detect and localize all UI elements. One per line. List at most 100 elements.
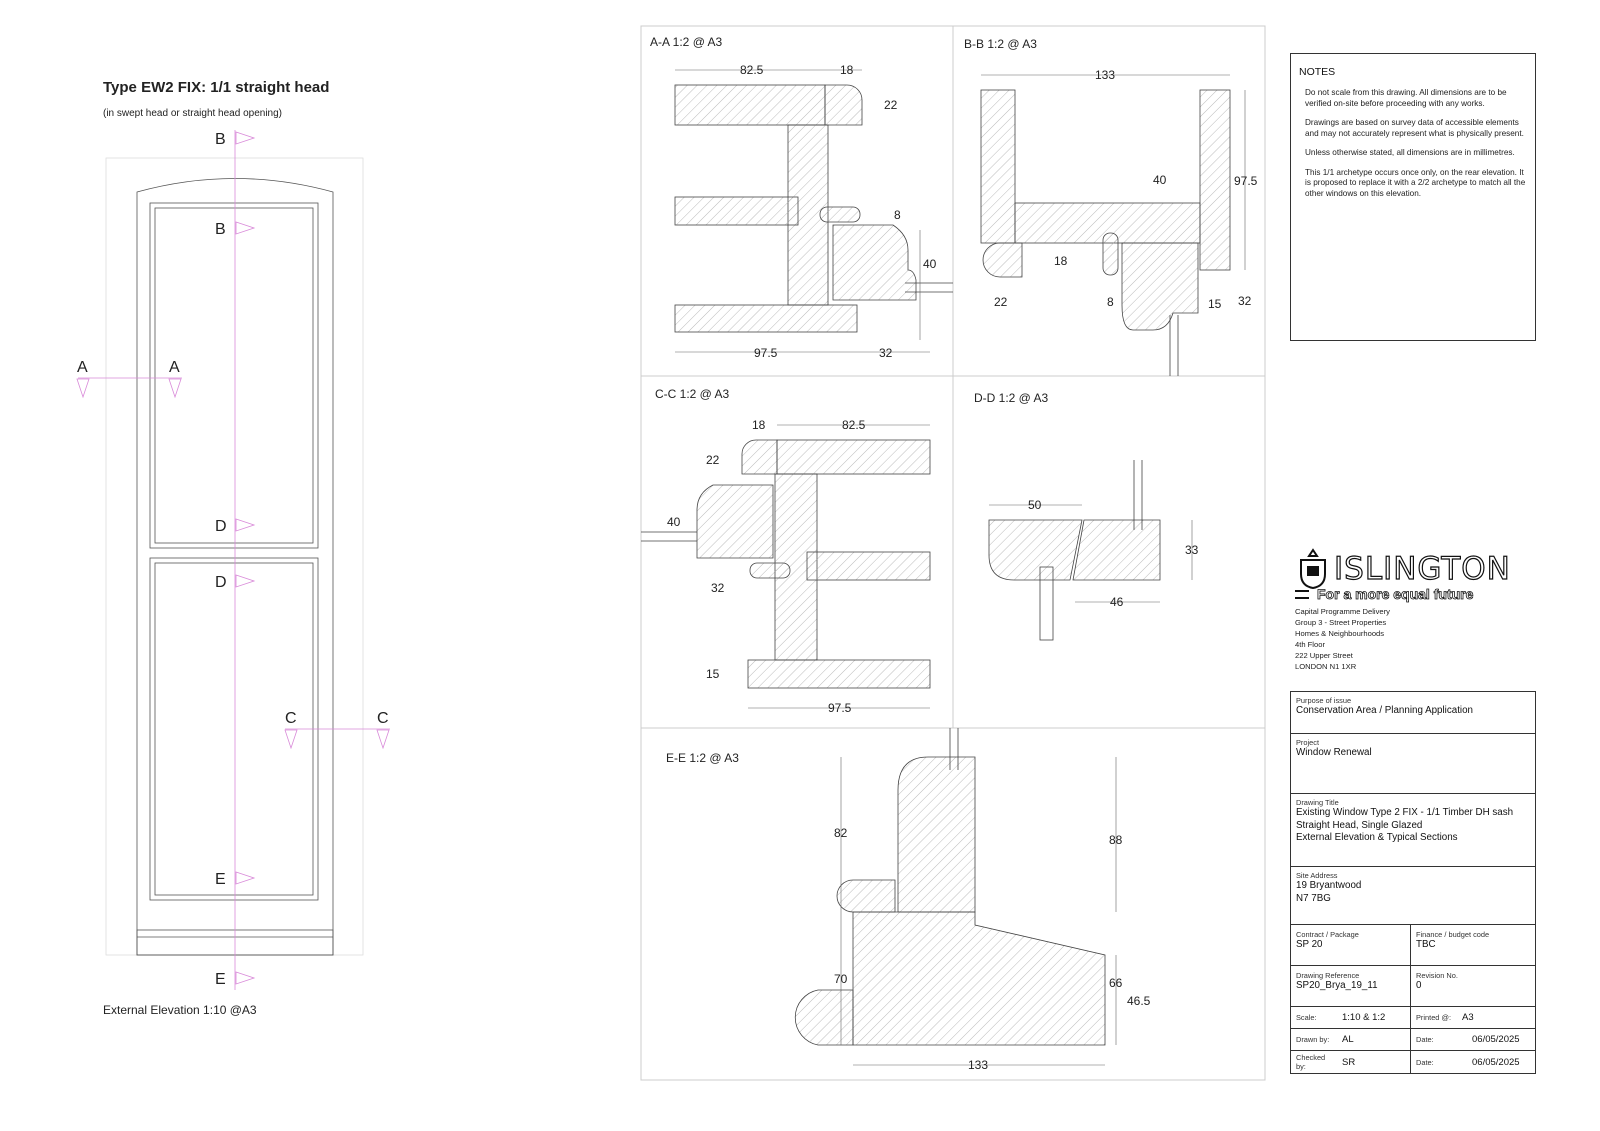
drawn: AL	[1342, 1034, 1354, 1045]
scale: 1:10 & 1:2	[1342, 1012, 1386, 1023]
dims: 88	[1109, 833, 1123, 847]
section-dd	[988, 519, 1161, 581]
finance-label: Finance / budget code	[1416, 930, 1490, 939]
scale-label: Scale:	[1296, 1013, 1317, 1022]
dims: 8	[1107, 295, 1114, 309]
dims: 46	[1110, 595, 1124, 609]
note: Do not scale from this drawing. All dime…	[1305, 88, 1507, 108]
ref-label: Drawing Reference	[1296, 971, 1360, 980]
contract: SP 20	[1296, 939, 1323, 950]
dimension-lines	[675, 69, 1246, 1066]
section-ee-title: E-E 1:2 @ A3	[666, 751, 739, 765]
dims: 22	[994, 295, 1008, 309]
e: E	[215, 971, 226, 988]
printed: A3	[1462, 1012, 1474, 1023]
address: Group 3 - Street Properties	[1295, 618, 1387, 627]
ref: SP20_Brya_19_11	[1296, 980, 1378, 991]
dims: 66	[1109, 976, 1123, 990]
dims: 50	[1028, 498, 1042, 512]
rev-label: Revision No.	[1416, 971, 1458, 980]
dims: 40	[923, 257, 937, 271]
d: D	[215, 518, 227, 535]
title-label: Drawing Title	[1296, 798, 1339, 807]
dims: 22	[884, 98, 898, 112]
dims: 18	[1054, 254, 1068, 268]
drawn-date: 06/05/2025	[1472, 1034, 1520, 1045]
purpose-of-issue: Conservation Area / Planning Application	[1296, 705, 1474, 716]
dims: 46.5	[1127, 994, 1151, 1008]
dimension-labels: 82.5 18 22 8 40 97.5 32 133 40 97.5 18 22 8 15 32 18 8…	[667, 63, 1258, 1072]
dims: 82.5	[842, 418, 866, 432]
dims: 133	[968, 1058, 988, 1072]
dims: 40	[667, 515, 681, 529]
dims: 22	[706, 453, 720, 467]
note: Drawings are based on survey data of acc…	[1305, 118, 1524, 138]
contract-label: Contract / Package	[1296, 930, 1359, 939]
note: This 1/1 archetype occurs once only, on …	[1305, 167, 1526, 198]
dims: 32	[879, 346, 893, 360]
elevation-title: Type EW2 FIX: 1/1 straight head	[103, 79, 329, 96]
section-ee	[794, 756, 1106, 1046]
a: A	[77, 359, 88, 376]
finance: TBC	[1416, 939, 1436, 950]
c: C	[377, 710, 389, 727]
checked-label: Checked by:	[1296, 1053, 1326, 1071]
title: External Elevation & Typical Sections	[1296, 832, 1458, 843]
dims: 97.5	[754, 346, 778, 360]
c: C	[285, 710, 297, 727]
address: Homes & Neighbourhoods	[1295, 629, 1385, 638]
dims: 15	[1208, 297, 1222, 311]
dims: 82	[834, 826, 848, 840]
section-cc	[696, 439, 931, 689]
section-aa-title: A-A 1:2 @ A3	[650, 35, 723, 49]
title: Existing Window Type 2 FIX - 1/1 Timber …	[1296, 807, 1514, 818]
elevation-subtitle: (in swept head or straight head opening)	[103, 108, 282, 119]
dims: 18	[752, 418, 766, 432]
logo-name: ISLINGTON	[1333, 550, 1511, 587]
dims: 8	[894, 208, 901, 222]
drawn-label: Drawn by:	[1296, 1035, 1330, 1044]
project-label: Project	[1296, 738, 1320, 747]
islington-logo: ISLINGTON For a more equal future Capita…	[1295, 548, 1535, 672]
site: 19 Bryantwood	[1296, 880, 1362, 891]
date-label: Date:	[1416, 1057, 1434, 1067]
elevation-caption: External Elevation 1:10 @A3	[103, 1003, 257, 1017]
logo-tagline: For a more equal future	[1317, 586, 1474, 603]
dims: 32	[1238, 294, 1252, 308]
b: B	[215, 131, 226, 148]
d: D	[215, 574, 227, 591]
purpose-label: Purpose of issue	[1296, 696, 1352, 705]
e: E	[215, 871, 226, 888]
a: A	[169, 359, 180, 376]
section-bb-title: B-B 1:2 @ A3	[964, 37, 1037, 51]
checked-date: 06/05/2025	[1472, 1056, 1520, 1068]
dims: 97.5	[1234, 174, 1258, 188]
rev: 0	[1416, 980, 1422, 991]
dims: 18	[840, 63, 854, 77]
glazing-lines	[641, 282, 1179, 770]
printed-label: Printed @:	[1416, 1013, 1452, 1022]
title: Straight Head, Single Glazed	[1296, 819, 1423, 831]
section-lines	[76, 130, 390, 990]
address: LONDON N1 1XR	[1295, 662, 1357, 671]
dims: 32	[711, 581, 725, 595]
window-elevation	[105, 157, 364, 956]
crest-icon	[1300, 548, 1326, 590]
address: 4th Floor	[1295, 640, 1325, 649]
date-label: Date:	[1416, 1035, 1434, 1044]
dims: 82.5	[740, 63, 764, 77]
drawing-title: Existing Window Type 2 FIX - 1/1 Timber …	[1296, 807, 1530, 845]
dims: 70	[834, 972, 848, 986]
dims: 33	[1185, 543, 1199, 557]
notes-heading: NOTES	[1299, 66, 1336, 78]
dims: 40	[1153, 173, 1167, 187]
project-name: Window Renewal	[1296, 747, 1372, 758]
section-grid	[640, 25, 1266, 1081]
checked: SR	[1342, 1056, 1356, 1068]
address: Capital Programme Delivery	[1295, 607, 1390, 616]
